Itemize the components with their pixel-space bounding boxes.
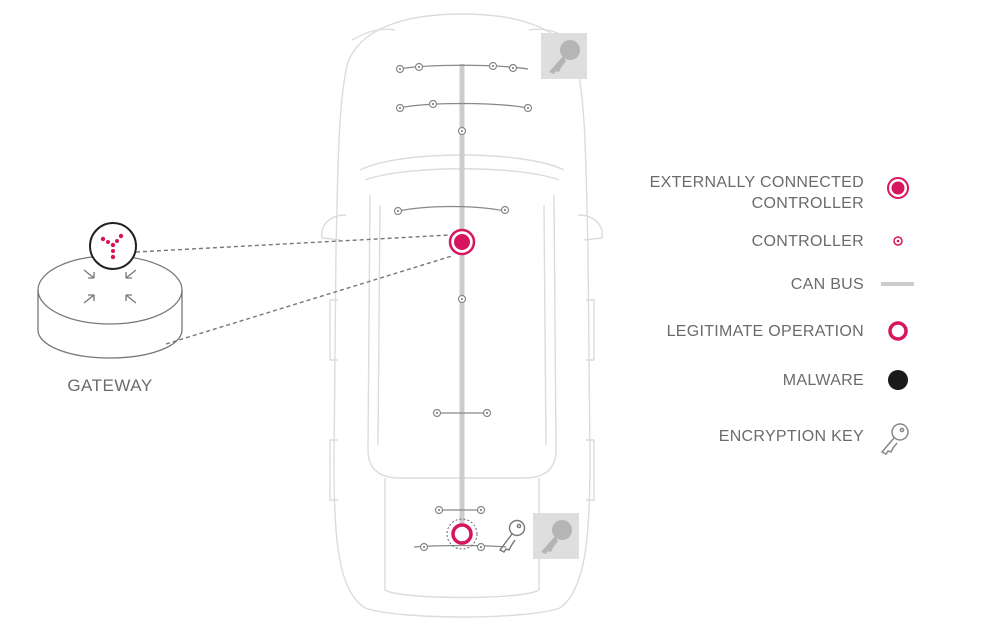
gateway-label: GATEWAY: [67, 376, 153, 395]
legend-controller-label: CONTROLLER: [751, 233, 864, 250]
legend-key-icon: [880, 423, 909, 455]
legend-external-label: EXTERNALLY CONNECTED CONTROLLER: [649, 174, 864, 212]
gateway-connection-lines: [135, 234, 453, 345]
legend-can-bus-label: CAN BUS: [790, 276, 864, 293]
key-box-rear: [533, 513, 579, 559]
gateway-device: [37, 255, 183, 359]
car-outline: [321, 13, 603, 618]
legend-legitimate-icon: [888, 321, 908, 341]
legend-malware-label: MALWARE: [782, 372, 864, 389]
legitimate-operation-node: [446, 518, 478, 550]
legend-legitimate-label: LEGITIMATE OPERATION: [666, 323, 864, 340]
gateway-logo-badge: [89, 222, 137, 270]
key-box-front: [541, 33, 587, 79]
key-icon: [498, 519, 526, 553]
externally-connected-controller: [448, 228, 476, 256]
legend-malware-icon: [888, 370, 908, 390]
legend-key-label: ENCRYPTION KEY: [718, 428, 864, 445]
legend-external-icon: [887, 177, 909, 199]
legend-controller-icon: [893, 236, 903, 246]
